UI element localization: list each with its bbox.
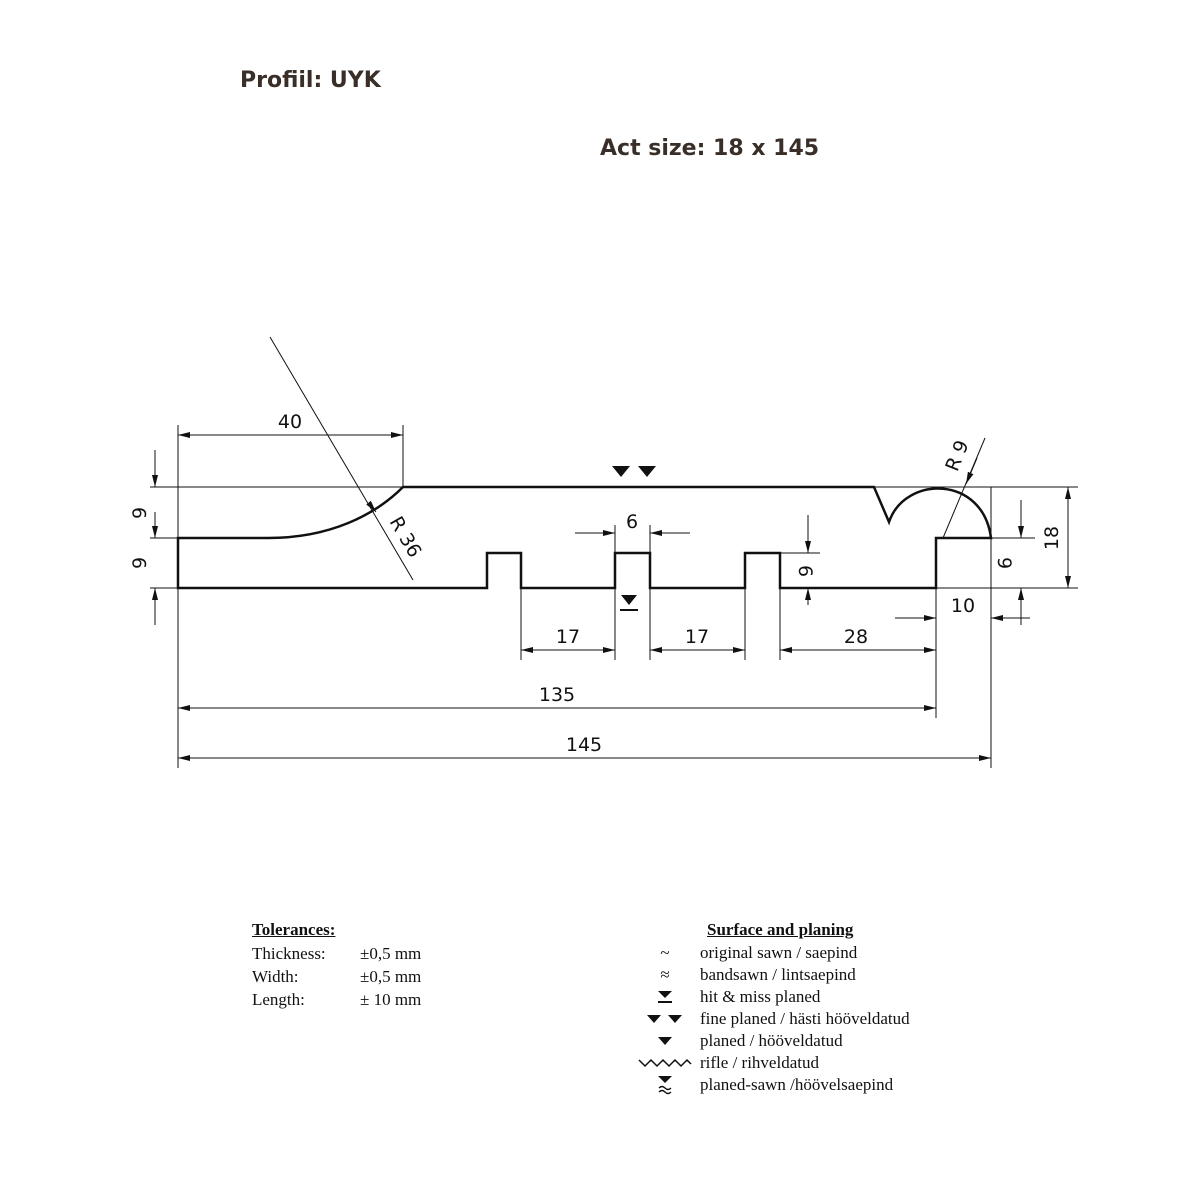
fine-planed-mark (612, 466, 656, 477)
dim-18-label: 18 (1041, 526, 1063, 550)
r36-leader (269, 336, 414, 581)
hit-miss-planed-icon (630, 990, 700, 1004)
planed-sawn-icon (630, 1075, 700, 1095)
legend-item: planed-sawn /höövelsaepind (630, 1074, 910, 1096)
r9-leader (942, 437, 986, 539)
planed-icon (630, 1036, 700, 1046)
legend-item: fine planed / hästi hööveldatud (630, 1008, 910, 1030)
surface-legend: Surface and planing ~ original sawn / sa… (630, 920, 910, 1096)
tolerance-value: ±0,5 mm (360, 943, 422, 963)
tolerance-value: ±0,5 mm (360, 966, 422, 986)
rifle-icon (630, 1058, 700, 1068)
dim-135-label: 135 (539, 684, 575, 706)
legend-label: fine planed / hästi hööveldatud (700, 1009, 910, 1028)
dim-6-top-label: 6 (626, 511, 638, 533)
tolerance-row: Thickness: ±0,5 mm (252, 942, 421, 965)
tilde-icon: ~ (660, 943, 670, 962)
dim-r9-label: R 9 (941, 437, 973, 474)
tolerance-label: Width: (252, 966, 299, 986)
dim-40-label: 40 (278, 411, 302, 433)
dim-17a-label: 17 (556, 626, 580, 648)
profile-outline (176, 485, 993, 590)
tolerances-title: Tolerances: (252, 920, 336, 939)
profile-title: Profiil: UYK (240, 68, 381, 93)
tolerances-block: Tolerances: Thickness: ±0,5 mm Width: ±0… (252, 920, 421, 1011)
dim-9-lower-label: 9 (129, 557, 151, 569)
fine-planed-icon (630, 1014, 700, 1024)
legend-item: ~ original sawn / saepind (630, 942, 910, 964)
dim-r36-label: R 36 (385, 513, 426, 562)
dim-10-label: 10 (951, 595, 975, 617)
legend-item: planed / hööveldatud (630, 1030, 910, 1052)
legend-label: rifle / rihveldatud (700, 1053, 819, 1072)
tolerance-value: ± 10 mm (360, 989, 422, 1009)
dim-9-right-label: 9 (993, 557, 1015, 569)
tolerance-label: Length: (252, 989, 305, 1009)
dim-9-upper-label: 9 (129, 507, 151, 519)
legend-label: bandsawn / lintsaepind (700, 965, 856, 984)
surface-title: Surface and planing (707, 920, 854, 939)
dim-17b-label: 17 (685, 626, 709, 648)
double-tilde-icon: ≈ (660, 965, 670, 984)
legend-item: ≈ bandsawn / lintsaepind (630, 964, 910, 986)
dim-6-side-label: 6 (794, 565, 816, 577)
legend-item: hit & miss planed (630, 986, 910, 1008)
dim-145-label: 145 (566, 734, 602, 756)
dim-28-label: 28 (844, 626, 868, 648)
legend-item: rifle / rihveldatud (630, 1052, 910, 1074)
tolerance-row: Width: ±0,5 mm (252, 965, 421, 988)
legend-label: planed / hööveldatud (700, 1031, 843, 1050)
profile-drawing: 40 R 36 R 9 6 6 9 9 9 18 10 17 17 28 135… (129, 336, 1078, 768)
tolerance-row: Length: ± 10 mm (252, 988, 421, 1011)
hit-miss-planed-mark (620, 595, 638, 611)
legend-label: planed-sawn /höövelsaepind (700, 1075, 894, 1094)
legend-label: original sawn / saepind (700, 943, 858, 962)
legend-label: hit & miss planed (700, 987, 821, 1006)
act-size-label: Act size: 18 x 145 (600, 136, 820, 161)
tolerance-label: Thickness: (252, 943, 326, 963)
